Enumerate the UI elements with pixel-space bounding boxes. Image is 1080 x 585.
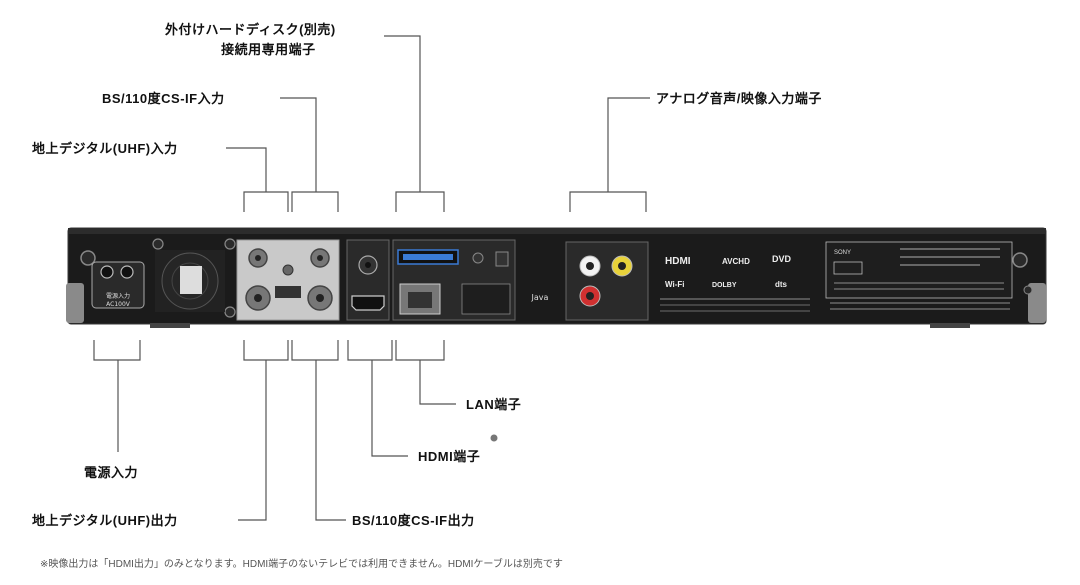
screw-icon [80,250,96,266]
rating-label: SONY [825,241,1013,299]
footnote: ※映像出力は「HDMI出力」のみとなります。HDMI端子のないテレビでは利用でき… [40,559,563,570]
hdmi-logo: HDMI [665,256,691,267]
dvd-logo: DVD [772,254,792,264]
screw-icon [1012,252,1028,268]
leader-bs-out [315,360,346,521]
label-hdd-port-line2: 接続用専用端子 [221,42,316,57]
screw-icon [224,238,236,250]
bracket-bs-in [291,191,339,212]
leader-hdmi [371,360,408,457]
label-bs-cs-in: BS/110度CS-IF入力 [102,91,225,106]
avchd-logo: AVCHD [722,257,750,266]
leader-usb [384,35,421,192]
sony-logo: SONY [834,250,851,256]
bracket-lan [395,340,445,361]
bracket-usb [395,191,445,212]
fan-grille [155,250,225,312]
bracket-uhf-out [243,340,289,361]
left-foot [66,283,84,323]
power-inlet-label: 電源入力 [106,292,130,300]
label-av-in: アナログ音声/映像入力端子 [656,91,822,106]
bottom-foot-left [150,323,190,328]
dts-logo: dts [775,280,788,289]
lan-port [399,283,441,315]
leader-lan [419,360,456,405]
leader-av [607,97,650,192]
right-foot [1028,283,1046,323]
label-hdd-port-line1: 外付けハードディスク(別売) [165,22,336,37]
rca-av-block [565,241,649,321]
label-hdmi: HDMI端子 [418,449,481,464]
leader-uhf-in [226,147,267,192]
hdmi-port [351,295,385,311]
java-logo: Java [531,293,549,302]
label-power-in: 電源入力 [84,465,139,480]
screw-icon [224,306,236,318]
label-lan: LAN端子 [466,397,522,412]
label-uhf-out: 地上デジタル(UHF)出力 [32,513,178,528]
screw-icon [152,238,164,250]
label-hdd-port: 外付けハードディスク(別売) 接続用専用端子 [165,20,336,60]
leader-bs-in [280,97,317,192]
bracket-bs-out [291,340,339,361]
bracket-av [569,191,647,212]
hdmi-usb-block [346,239,390,321]
wifi-logo: Wi-Fi [665,280,684,289]
label-uhf-in: 地上デジタル(UHF)入力 [32,141,178,156]
power-voltage-label: AC100V [106,301,131,308]
antenna-terminal-block [236,239,340,321]
leader-uhf-out [238,360,267,521]
usb-lan-block [392,239,516,321]
bracket-power [93,340,141,361]
bracket-uhf-in [243,191,289,212]
chassis-top-edge [68,228,1046,234]
bracket-hdmi [347,340,393,361]
bottom-foot-right [930,323,970,328]
dolby-logo: DOLBY [712,282,737,289]
hdmi-marker-dot [490,434,498,442]
power-inlet: 電源入力 AC100V [91,261,145,309]
screw-icon [1023,285,1033,295]
label-bs-cs-out: BS/110度CS-IF出力 [352,513,475,528]
